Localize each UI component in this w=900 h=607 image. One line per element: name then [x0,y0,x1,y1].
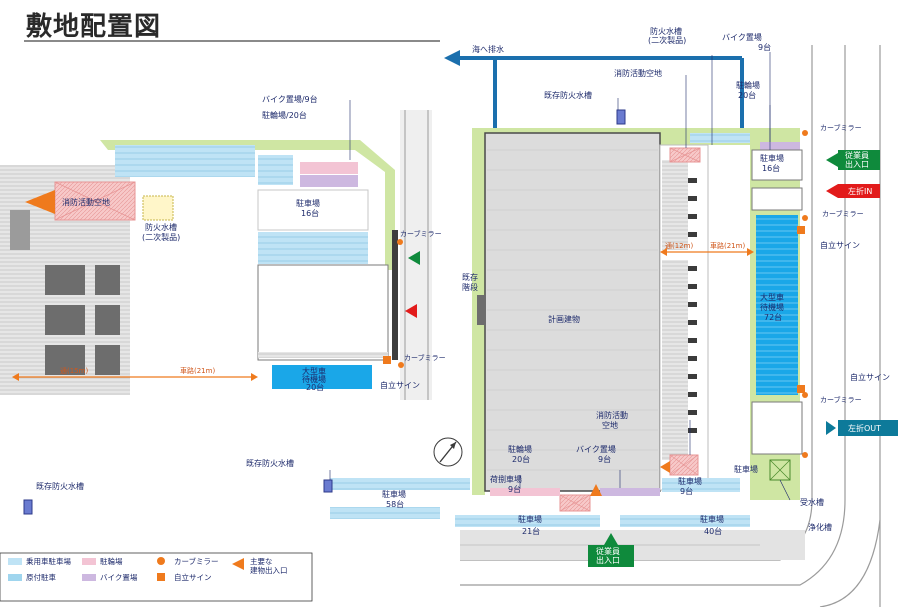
page-title: 敷地配置図 [26,12,162,42]
inset-green-entry-icon [408,251,420,265]
left-turn-out-sign [838,420,898,436]
inset-drive-b-label: 車路(21m) [180,366,215,375]
legend-label: バイク置場 [100,572,138,582]
inset-bike-label: バイク置場/9台 [262,94,318,104]
left-turn-in-text: 左折IN [848,186,872,196]
employee-entrance-bottom-text: 従業員 出入口 [596,546,623,565]
drive-22-label: 車路(21m) [710,241,745,250]
inset-building-entrance-icon [25,190,55,214]
curve-mirror-icon [802,452,808,458]
planned-building [484,132,661,492]
legend-label: 自立サイン [174,572,212,582]
inset-bike-area [300,175,358,187]
employee-entrance-sign [838,150,880,170]
existing-fire-tank-top-icon [616,109,626,125]
legend-swatch [232,558,244,570]
building-entrance-icon [590,484,602,496]
legend-swatch [8,558,22,565]
parking-bottom-left-label: 駐車場 21台 [518,514,545,536]
bike-9-label: バイク置場 9台 [576,444,618,464]
curve-mirror-icon [802,392,808,398]
legend-label: 乗用車駐車場 [26,556,71,566]
parking-58-label: 駐車場 58台 [382,489,409,509]
parking-bottom-right-label: 駐車場 40台 [700,514,727,536]
self-sign-icon [797,385,805,393]
inset-bicycle-label: 駐輪場/20台 [262,110,307,120]
self-sign-b-label: 自立サイン [850,372,890,382]
curve-mirror-icon [802,130,808,136]
inset-parking-label: 駐車場 16台 [296,198,323,218]
legend-label: 駐輪場 [100,556,123,566]
legend-swatch [157,557,165,565]
existing-fire-tank-top-label: 既存防火水槽 [544,90,592,100]
mirror-a-label: カーブミラー [820,123,862,132]
title-underline [24,40,440,42]
existing-stair-label: 既存 階段 [462,272,481,292]
left-turn-in-sign [838,184,880,198]
self-sign-icon [797,226,805,234]
inset-fire-tank-icon [142,195,174,221]
inset-plan: 消防活動空地 防火水槽 (二次製品) バイク置場/9台 駐輪場/20台 駐車場 … [0,94,446,400]
receiving-tank-label: 受水槽 [800,497,824,507]
employee-entrance-bottom-sign [588,545,634,567]
fire-tank-label: 防火水槽 (二次製品) [648,26,686,45]
legend-swatch [8,574,22,581]
mirror-c-label: カーブミラー [820,395,862,404]
loading-lot-label: 荷捌車場 9台 [490,474,525,494]
large-wait-label: 大型車 待機場 72台 [760,292,787,322]
bicycle-20-label: 駐輪場 20台 [508,444,535,464]
drain-arrow-icon [444,50,460,66]
inset-fire-activity-label: 消防活動空地 [62,197,110,207]
building-entrance-icon [660,461,670,473]
inset-self-sign-label: 自立サイン [380,380,420,390]
curve-mirror-icon [802,215,808,221]
inset-bicycle-area [300,162,358,174]
employee-entrance-text: 従業員 出入口 [845,150,872,169]
legend-swatch [157,573,165,581]
inset-fire-tank-label: 防火水槽 (二次製品) [142,222,180,242]
inset-self-sign-icon [383,356,391,364]
existing-fire-tank-mid-icon [323,479,333,493]
legend-swatch [82,574,96,581]
mirror-b-label: カーブミラー [822,209,864,218]
inset-curve-mirror-icon [397,239,403,245]
parking-right-bottom-label: 駐車場 9台 [678,476,705,496]
inset-drive-a-label: 通(15m) [60,366,88,375]
inset-mirror-a-label: カーブミラー [400,229,442,238]
parking-side-label: 駐車場 [734,464,758,474]
legend-label: カーブミラー [174,556,219,566]
inset-red-entry-icon [405,304,417,318]
self-sign-a-label: 自立サイン [820,240,860,250]
drive-12-label: 通(12m) [665,241,693,250]
planned-building-label: 計画建物 [548,314,580,324]
bike-top-label: バイク置場 9台 [722,32,771,52]
inset-parking-row [115,145,255,177]
inset-curve-mirror-icon [398,362,404,368]
legend-label: 主要な建物出入口 [250,556,288,575]
drain-label: 海へ排水 [472,44,504,54]
fire-activity-top-label: 消防活動空地 [614,68,662,78]
inset-mirror-b-label: カーブミラー [404,353,446,362]
existing-fire-tank-left-label: 既存防火水槽 [36,481,84,491]
septic-label: 浄化槽 [808,522,832,532]
bicycle-top-label: 駐輪場 20台 [736,80,763,100]
main-plan: 海へ排水 防火水槽 (二次製品) バイク置場 9台 駐輪場 20台 消防活動空地… [23,26,900,607]
inset-large-wait-area [272,365,372,389]
legend-swatch [82,558,96,565]
existing-fire-tank-left-icon [23,499,33,515]
inset-large-wait-label: 大型車 待機場 20台 [302,366,329,392]
legend-label: 原付駐車 [26,572,56,582]
fire-activity-bottom-label: 消防活動 空地 [596,410,631,430]
parking-16-label: 駐車場 16台 [760,153,787,173]
large-vehicle-wait-area [756,215,798,395]
existing-fire-tank-mid-label: 既存防火水槽 [246,458,294,468]
left-turn-out-text: 左折OUT [848,423,881,433]
